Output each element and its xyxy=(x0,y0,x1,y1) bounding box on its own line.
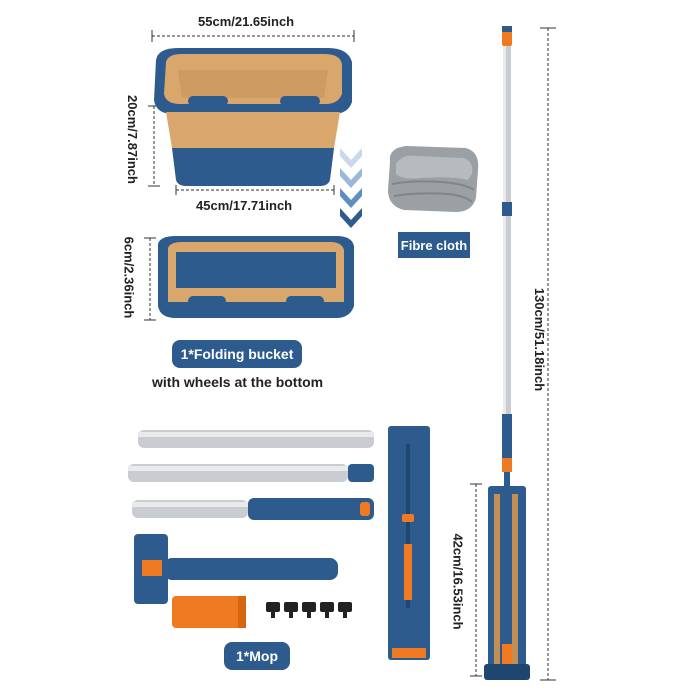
bucket-top-width-label: 55cm/21.65inch xyxy=(198,14,295,29)
mop-head-length-label: 42cm/16.53inch xyxy=(450,533,466,630)
folded-height-label: 6cm/2.36inch xyxy=(121,236,137,319)
folding-bucket-expanded xyxy=(154,48,352,186)
mop-badge: 1*Mop xyxy=(224,642,290,670)
fibre-cloth-image xyxy=(388,146,479,212)
folding-bucket-badge: 1*Folding bucket xyxy=(172,340,302,368)
bucket-bottom-width-label: 45cm/17.71inch xyxy=(196,198,293,213)
folding-bucket-folded xyxy=(158,236,354,318)
fibre-cloth-badge: Fibre cloth xyxy=(398,232,470,258)
bucket-height-label: 20cm/7.87inch xyxy=(124,95,140,184)
bucket-caption: with wheels at the bottom xyxy=(152,374,324,390)
assembled-mop xyxy=(484,26,530,680)
flat-mop-head xyxy=(388,426,430,660)
mop-parts xyxy=(128,430,374,628)
mop-total-length-label: 130cm/51.18inch xyxy=(532,287,548,392)
fold-down-arrows-icon xyxy=(340,148,362,228)
